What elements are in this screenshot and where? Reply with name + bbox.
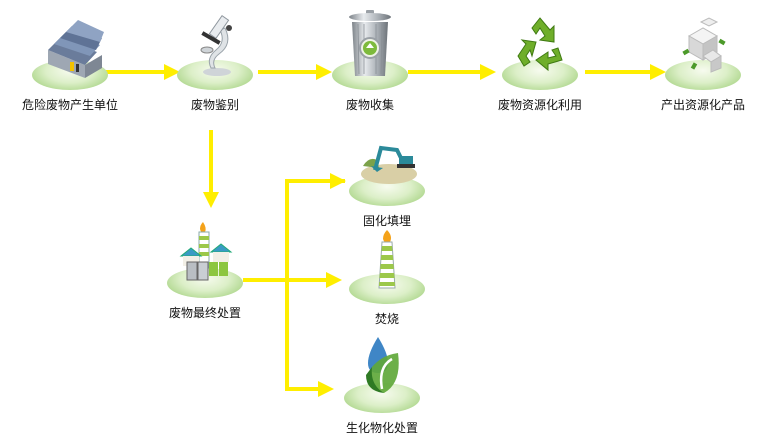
node-biochemical-treatment[interactable]: 生化物化处置: [327, 333, 437, 443]
node-label: 废物收集: [345, 98, 394, 112]
node-label: 固化填埋: [362, 214, 411, 228]
trash-can-icon: [349, 10, 391, 76]
excavator-icon: [361, 145, 417, 184]
disposal-plant-icon: [179, 222, 233, 281]
node-label: 危险废物产生单位: [21, 98, 118, 112]
microscope-icon: [200, 14, 232, 76]
node-base-ellipse: [502, 60, 578, 90]
node-waste-producer[interactable]: 危险废物产生单位: [15, 10, 125, 120]
node-base-ellipse: [665, 60, 741, 90]
node-incineration[interactable]: 焚烧: [332, 224, 442, 334]
node-waste-collection[interactable]: 废物收集: [315, 10, 425, 120]
node-solidification-landfill[interactable]: 固化填埋: [332, 126, 442, 236]
node-recycled-products[interactable]: 产出资源化产品: [648, 10, 758, 120]
leaf-drop-icon: [366, 337, 399, 393]
node-label: 废物鉴别: [190, 98, 239, 112]
node-label: 焚烧: [374, 312, 399, 326]
node-label: 废物最终处置: [168, 306, 241, 320]
cube-product-icon: [682, 17, 726, 73]
node-label: 废物资源化利用: [497, 98, 582, 112]
node-label: 生化物化处置: [345, 421, 418, 435]
chimney-flame-icon: [378, 230, 396, 289]
factory-icon: [48, 20, 104, 78]
node-waste-identification[interactable]: 废物鉴别: [160, 10, 270, 120]
node-final-disposal[interactable]: 废物最终处置: [150, 218, 260, 328]
node-label: 产出资源化产品: [660, 98, 745, 112]
node-resource-recovery[interactable]: 废物资源化利用: [485, 10, 595, 120]
recycle-icon: [517, 17, 563, 72]
